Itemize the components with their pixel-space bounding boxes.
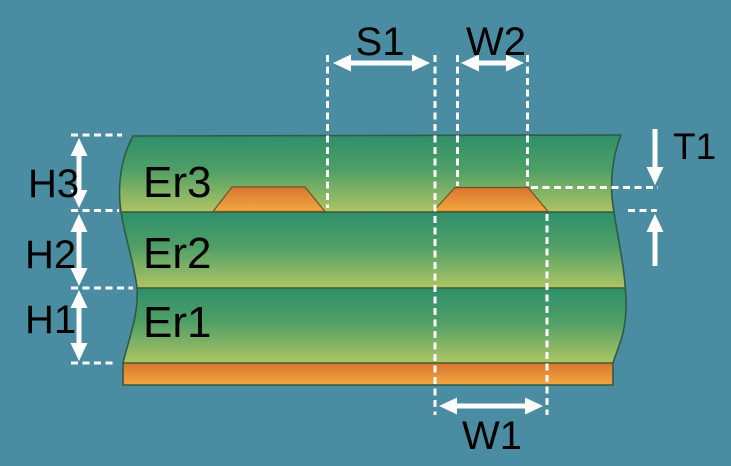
er3-label: Er3 [143, 158, 211, 207]
trace-right [431, 186, 550, 213]
h2-dimension-arrow [70, 214, 88, 286]
board-outline [118, 134, 627, 386]
w2-label: W2 [466, 20, 526, 64]
board-body [119, 135, 627, 385]
layer-er3 [119, 135, 627, 212]
w1-label: W1 [462, 414, 522, 458]
t1-up-arrow [646, 214, 664, 266]
t1-label: T1 [673, 126, 716, 167]
w2-dimension-arrow [461, 54, 524, 72]
s1-dimension-arrow [333, 54, 430, 72]
w1-dimension-arrow [439, 397, 543, 415]
s1-label: S1 [356, 20, 405, 64]
layer-er2 [119, 212, 627, 288]
er2-label: Er2 [143, 229, 211, 278]
h1-dimension-arrow [70, 290, 88, 361]
h1-label: H1 [25, 298, 76, 342]
ground-plane [119, 363, 627, 385]
h2-label: H2 [25, 233, 76, 277]
h3-dimension-arrow [70, 138, 88, 208]
t1-down-arrow [646, 129, 664, 185]
er1-label: Er1 [143, 298, 211, 347]
trace-left [211, 186, 327, 213]
layer-er1 [119, 288, 627, 363]
h3-label: H3 [28, 162, 79, 206]
